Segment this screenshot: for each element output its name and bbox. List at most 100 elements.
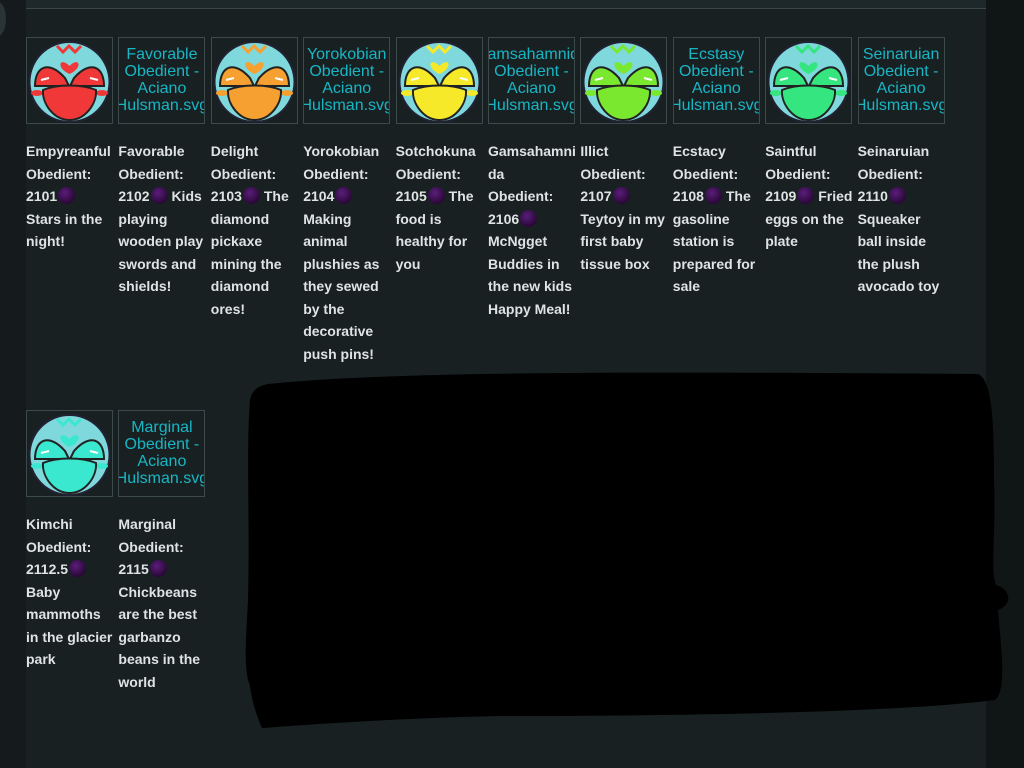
alt-text-line: Marginal (131, 419, 193, 436)
item-label: Obedient: (118, 538, 184, 555)
purple-orb-icon (612, 187, 630, 204)
item-caption: Marginal Obedient: 2115 Chickbeans are t… (118, 513, 206, 693)
item-image[interactable] (210, 37, 298, 124)
purple-orb-icon (149, 560, 167, 577)
item-caption: Sotchokuna Obedient: 2105 The food is he… (396, 140, 484, 275)
item-name: Seinaruian (857, 143, 930, 159)
scroll-knob[interactable] (0, 2, 6, 36)
item-caption: Favorable Obedient: 2102 Kids playing wo… (118, 140, 206, 298)
item-label: Obedient: (580, 165, 646, 182)
alt-text-line: Obedient - (863, 63, 939, 80)
purple-orb-icon (58, 187, 76, 204)
left-edge (0, 0, 26, 768)
item-caption: Ecstacy Obedient: 2108 The gasoline stat… (673, 140, 761, 298)
purple-orb-icon (520, 209, 538, 227)
obedient-face-icon (398, 41, 481, 123)
item-label: Obedient: (857, 165, 923, 182)
item-caption: Illict Obedient: 2107 Teytoy in my first… (580, 140, 668, 275)
item-image[interactable] (395, 37, 483, 124)
alt-text-line: Yorokobian (306, 46, 387, 63)
item-label: Obedient: (26, 538, 92, 555)
item-description: Chickbeans are the best garbanzo beans i… (118, 583, 201, 690)
item-value: 2110 (857, 188, 888, 204)
purple-orb-icon (69, 560, 87, 577)
item-description: The diamond pickaxe mining the diamond o… (210, 188, 289, 317)
item-image[interactable] (765, 37, 853, 124)
alt-text-line: Obedient - (124, 63, 200, 80)
item-image[interactable] (26, 37, 113, 124)
item-name: Empyreanful (26, 143, 111, 159)
obedient-face-icon (28, 414, 111, 496)
item-value: 2106 (488, 210, 520, 227)
alt-text-line: Hulsman.svg (118, 470, 206, 487)
gallery-item: Sotchokuna Obedient: 2105 The food is he… (395, 37, 486, 275)
item-value: 2104 (303, 188, 335, 204)
item-label: Obedient: (303, 165, 369, 182)
item-name: Delight (210, 143, 259, 159)
item-value: 2103 (210, 188, 242, 204)
obedient-face-icon (582, 41, 665, 123)
purple-orb-icon (335, 187, 353, 204)
item-label: Obedient: (765, 165, 831, 182)
item-description: Squeaker ball inside the plush avocado t… (857, 210, 940, 295)
item-caption: Gamsahamnida Obedient: 2106 McNgget Budd… (488, 140, 576, 320)
item-description: McNgget Buddies in the new kids Happy Me… (488, 233, 573, 317)
gallery-item: Saintful Obedient: 2109 Fried eggs on th… (765, 37, 855, 253)
item-description: Kids playing wooden play swords and shie… (118, 188, 204, 294)
redaction-shape (245, 372, 1009, 728)
alt-text-line: Obedient - (124, 436, 200, 453)
item-caption: Delight Obedient: 2103 The diamond picka… (211, 140, 299, 320)
item-value: 2108 (672, 188, 704, 204)
item-description: Teytoy in my first baby tissue box (580, 210, 665, 272)
item-image[interactable] (580, 37, 668, 124)
item-name: Favorable (118, 143, 185, 159)
item-caption: Empyreanful Obedient: 2101 Stars in the … (26, 140, 114, 253)
purple-orb-icon (242, 187, 260, 204)
item-name: Saintful (765, 143, 817, 159)
item-value: 2102 (118, 188, 150, 204)
item-name: Marginal (118, 516, 176, 532)
item-description: The gasoline station is prepared for sal… (672, 188, 756, 294)
alt-text-line: Hulsman.svg (488, 97, 575, 114)
item-description: The food is healthy for you (395, 188, 474, 272)
gallery-item: Illict Obedient: 2107 Teytoy in my first… (580, 37, 670, 275)
item-image[interactable] (26, 410, 113, 497)
alt-text-line: Gamsahamnida (488, 46, 574, 63)
item-caption: Kimchi Obedient: 2112.5 Baby mammoths in… (26, 513, 114, 671)
alt-text-line: Ecstasy (688, 46, 745, 63)
item-label: Obedient: (672, 165, 739, 182)
item-name: Yorokobian (303, 143, 380, 159)
alt-text-line: Aciano (876, 80, 926, 97)
item-name: Gamsahamnida (488, 143, 576, 182)
item-label: Obedient: (395, 165, 461, 182)
alt-text-line: Aciano (507, 80, 556, 97)
alt-text-line: Hulsman.svg (672, 97, 760, 114)
item-description: Fried eggs on the plate (765, 188, 853, 249)
alt-text-line: Obedient - (678, 63, 754, 80)
alt-text-line: Hulsman.svg (118, 97, 206, 114)
purple-orb-icon (427, 187, 445, 204)
item-label: Obedient: (118, 165, 184, 182)
top-bar (26, 0, 986, 9)
item-value: 2109 (765, 188, 797, 204)
obedient-face-icon (213, 41, 296, 123)
alt-text-line: Obedient - (309, 63, 385, 80)
item-value: 2112.5 (26, 561, 69, 577)
item-value: 2115 (118, 561, 149, 577)
item-name: Sotchokuna (395, 143, 476, 159)
alt-text-line: Aciano (322, 80, 372, 97)
item-caption: Yorokobian Obedient: 2104 Making animal … (303, 140, 391, 365)
